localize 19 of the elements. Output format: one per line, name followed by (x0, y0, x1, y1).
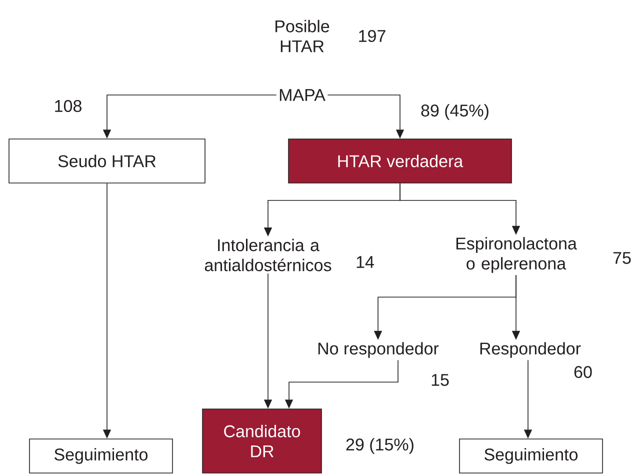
node-text: Intolerancia a antialdostérnicos (204, 238, 332, 272)
edge-label: 89 (45%) (421, 104, 488, 120)
count-label: 197 (359, 30, 386, 42)
highlight-box: Candidato DR (202, 408, 322, 474)
process-box: Seguimiento (29, 438, 173, 474)
node-text: Respondedor (480, 342, 581, 358)
node-text: No respondedor (318, 342, 439, 358)
count-label: 29 (15%) (346, 438, 414, 454)
count-label: 14 (356, 256, 374, 268)
node-text: Espironolactona o eplerenona (456, 237, 577, 273)
process-box: Seguimiento (459, 438, 603, 474)
count-label: 15 (432, 374, 449, 386)
highlight-box: HTAR verdadera (288, 138, 512, 184)
node-text: Posible HTAR (276, 20, 330, 52)
edge-label: 108 (55, 100, 82, 112)
node-text: MAPA (280, 89, 326, 101)
count-label: 75 (613, 252, 631, 264)
process-box: Seudo HTAR (8, 138, 206, 184)
count-label: 60 (574, 366, 592, 378)
